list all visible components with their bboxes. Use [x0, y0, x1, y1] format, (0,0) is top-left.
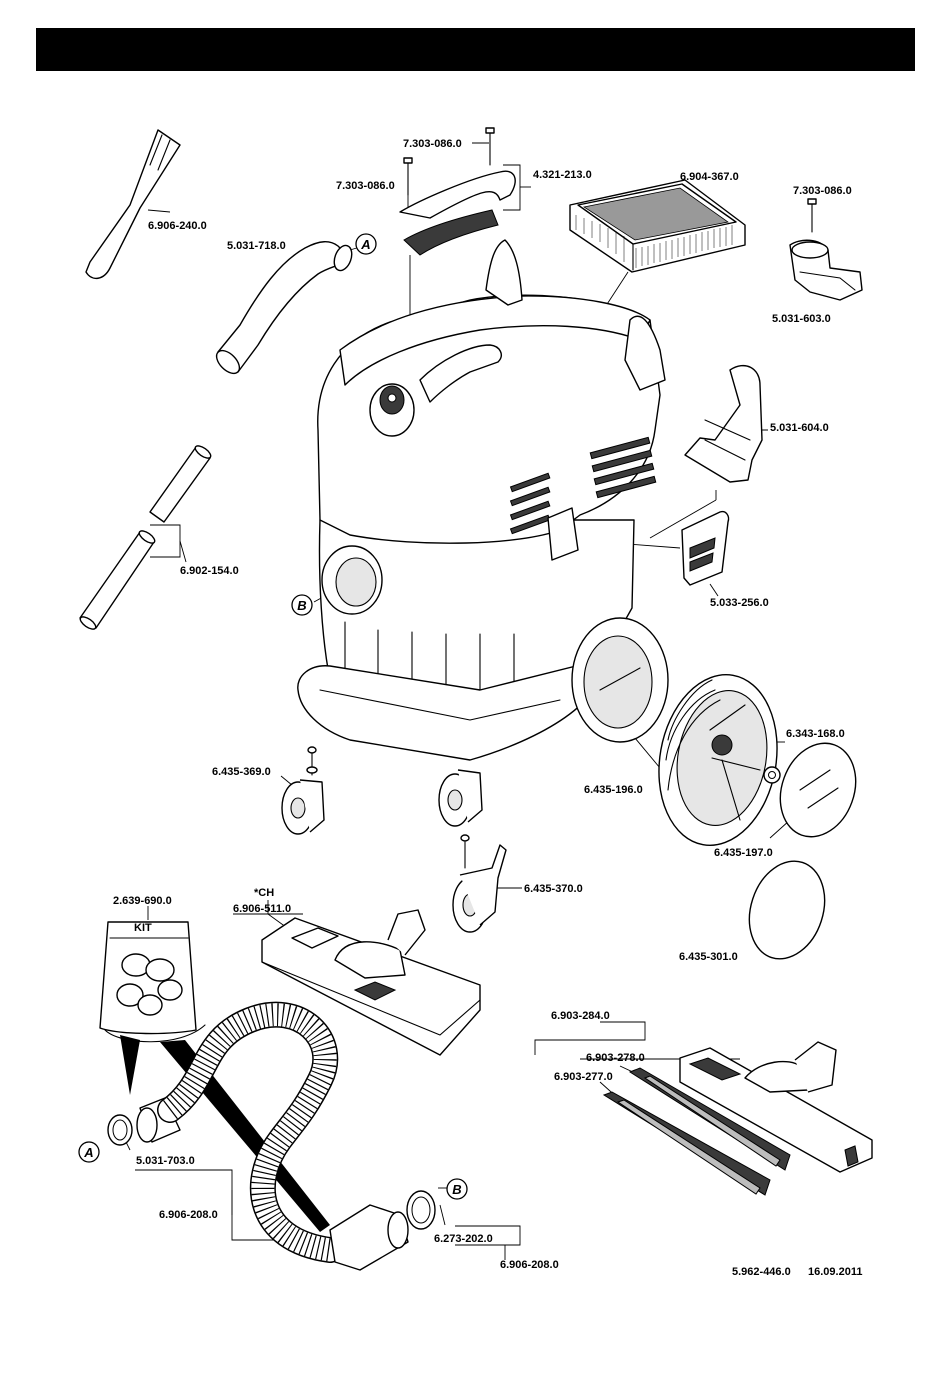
label-caster-brake: 6.435-370.0	[524, 883, 583, 895]
caster-brake-part	[452, 834, 507, 933]
marker-b-bottom: B	[446, 1178, 468, 1200]
wheel-part	[658, 674, 778, 846]
hose-part	[157, 1001, 409, 1271]
ring-part	[406, 1190, 436, 1230]
label-hose-b: 6.906-208.0	[500, 1259, 559, 1271]
label-adapter: 5.031-703.0	[136, 1155, 195, 1167]
label-wet-nozzle: 6.903-284.0	[551, 1010, 610, 1022]
caster-left-part	[281, 746, 325, 835]
hub-cap-part	[779, 742, 857, 838]
label-flap: 5.033-256.0	[710, 597, 769, 609]
handle-part	[399, 170, 516, 256]
floor-nozzle-part	[261, 909, 481, 1056]
wet-nozzle-part	[679, 1041, 873, 1173]
label-screw-left: 7.303-086.0	[336, 180, 395, 192]
label-screw-top: 7.303-086.0	[403, 138, 462, 150]
marker-a-bottom: A	[78, 1141, 100, 1163]
label-screw-right: 7.303-086.0	[793, 185, 852, 197]
label-holder-top: 5.031-603.0	[772, 313, 831, 325]
svg-text:A: A	[83, 1145, 93, 1160]
label-kit: 2.639-690.0	[113, 895, 172, 907]
screw-right-icon	[807, 198, 817, 233]
footer-date: 16.09.2011	[808, 1266, 862, 1278]
filter-part	[569, 179, 746, 273]
strips-part	[602, 1067, 791, 1196]
label-ring: 6.273-202.0	[434, 1233, 493, 1245]
marker-b-body: B	[291, 594, 313, 616]
label-wheel: 6.435-196.0	[584, 784, 643, 796]
svg-text:B: B	[452, 1182, 461, 1197]
label-filter: 6.904-367.0	[680, 171, 739, 183]
crevice-nozzle-part	[85, 129, 181, 279]
footer: 5.962-446.0 16.09.2011	[732, 1266, 862, 1278]
kit-bag-label: KIT	[134, 922, 152, 934]
svg-text:B: B	[297, 598, 306, 613]
part-labels: 7.303-086.0 7.303-086.0 4.321-213.0 6.90…	[113, 138, 852, 1271]
flap-part	[681, 510, 730, 586]
rear-wheel-on-body	[571, 617, 669, 743]
label-floor-nozzle: 6.906-511.0	[233, 903, 291, 915]
svg-text:A: A	[360, 237, 370, 252]
footer-doc-no: 5.962-446.0	[732, 1266, 791, 1278]
label-strip-b: 6.903-277.0	[554, 1071, 613, 1083]
screw-top-icon	[485, 127, 495, 166]
label-caster-left: 6.435-369.0	[212, 766, 271, 778]
label-handle: 4.321-213.0	[533, 169, 592, 181]
vacuum-body	[297, 239, 666, 761]
label-strip-a: 6.903-278.0	[586, 1052, 645, 1064]
label-holder-mid: 5.031-604.0	[770, 422, 829, 434]
label-elbow: 5.031-718.0	[227, 240, 286, 252]
label-disc: 6.435-301.0	[679, 951, 738, 963]
disc-part	[748, 860, 826, 960]
label-hose: 6.906-208.0	[159, 1209, 218, 1221]
holder-top-part	[789, 239, 863, 301]
elbow-part	[215, 241, 353, 375]
screw-left-icon	[403, 157, 413, 196]
caster-right-part	[438, 769, 483, 827]
label-tubes: 6.902-154.0	[180, 565, 239, 577]
holder-mid-part	[684, 365, 763, 483]
label-hub-cap: 6.435-197.0	[714, 847, 773, 859]
tubes-part	[79, 445, 212, 630]
label-crevice-nozzle: 6.906-240.0	[148, 220, 207, 232]
label-ch: *CH	[254, 887, 274, 899]
marker-a-top: A	[355, 233, 377, 255]
label-clip: 6.343-168.0	[786, 728, 845, 740]
header-bar	[36, 28, 915, 71]
kit-bag-part	[99, 921, 197, 1035]
clip-part	[763, 766, 781, 784]
